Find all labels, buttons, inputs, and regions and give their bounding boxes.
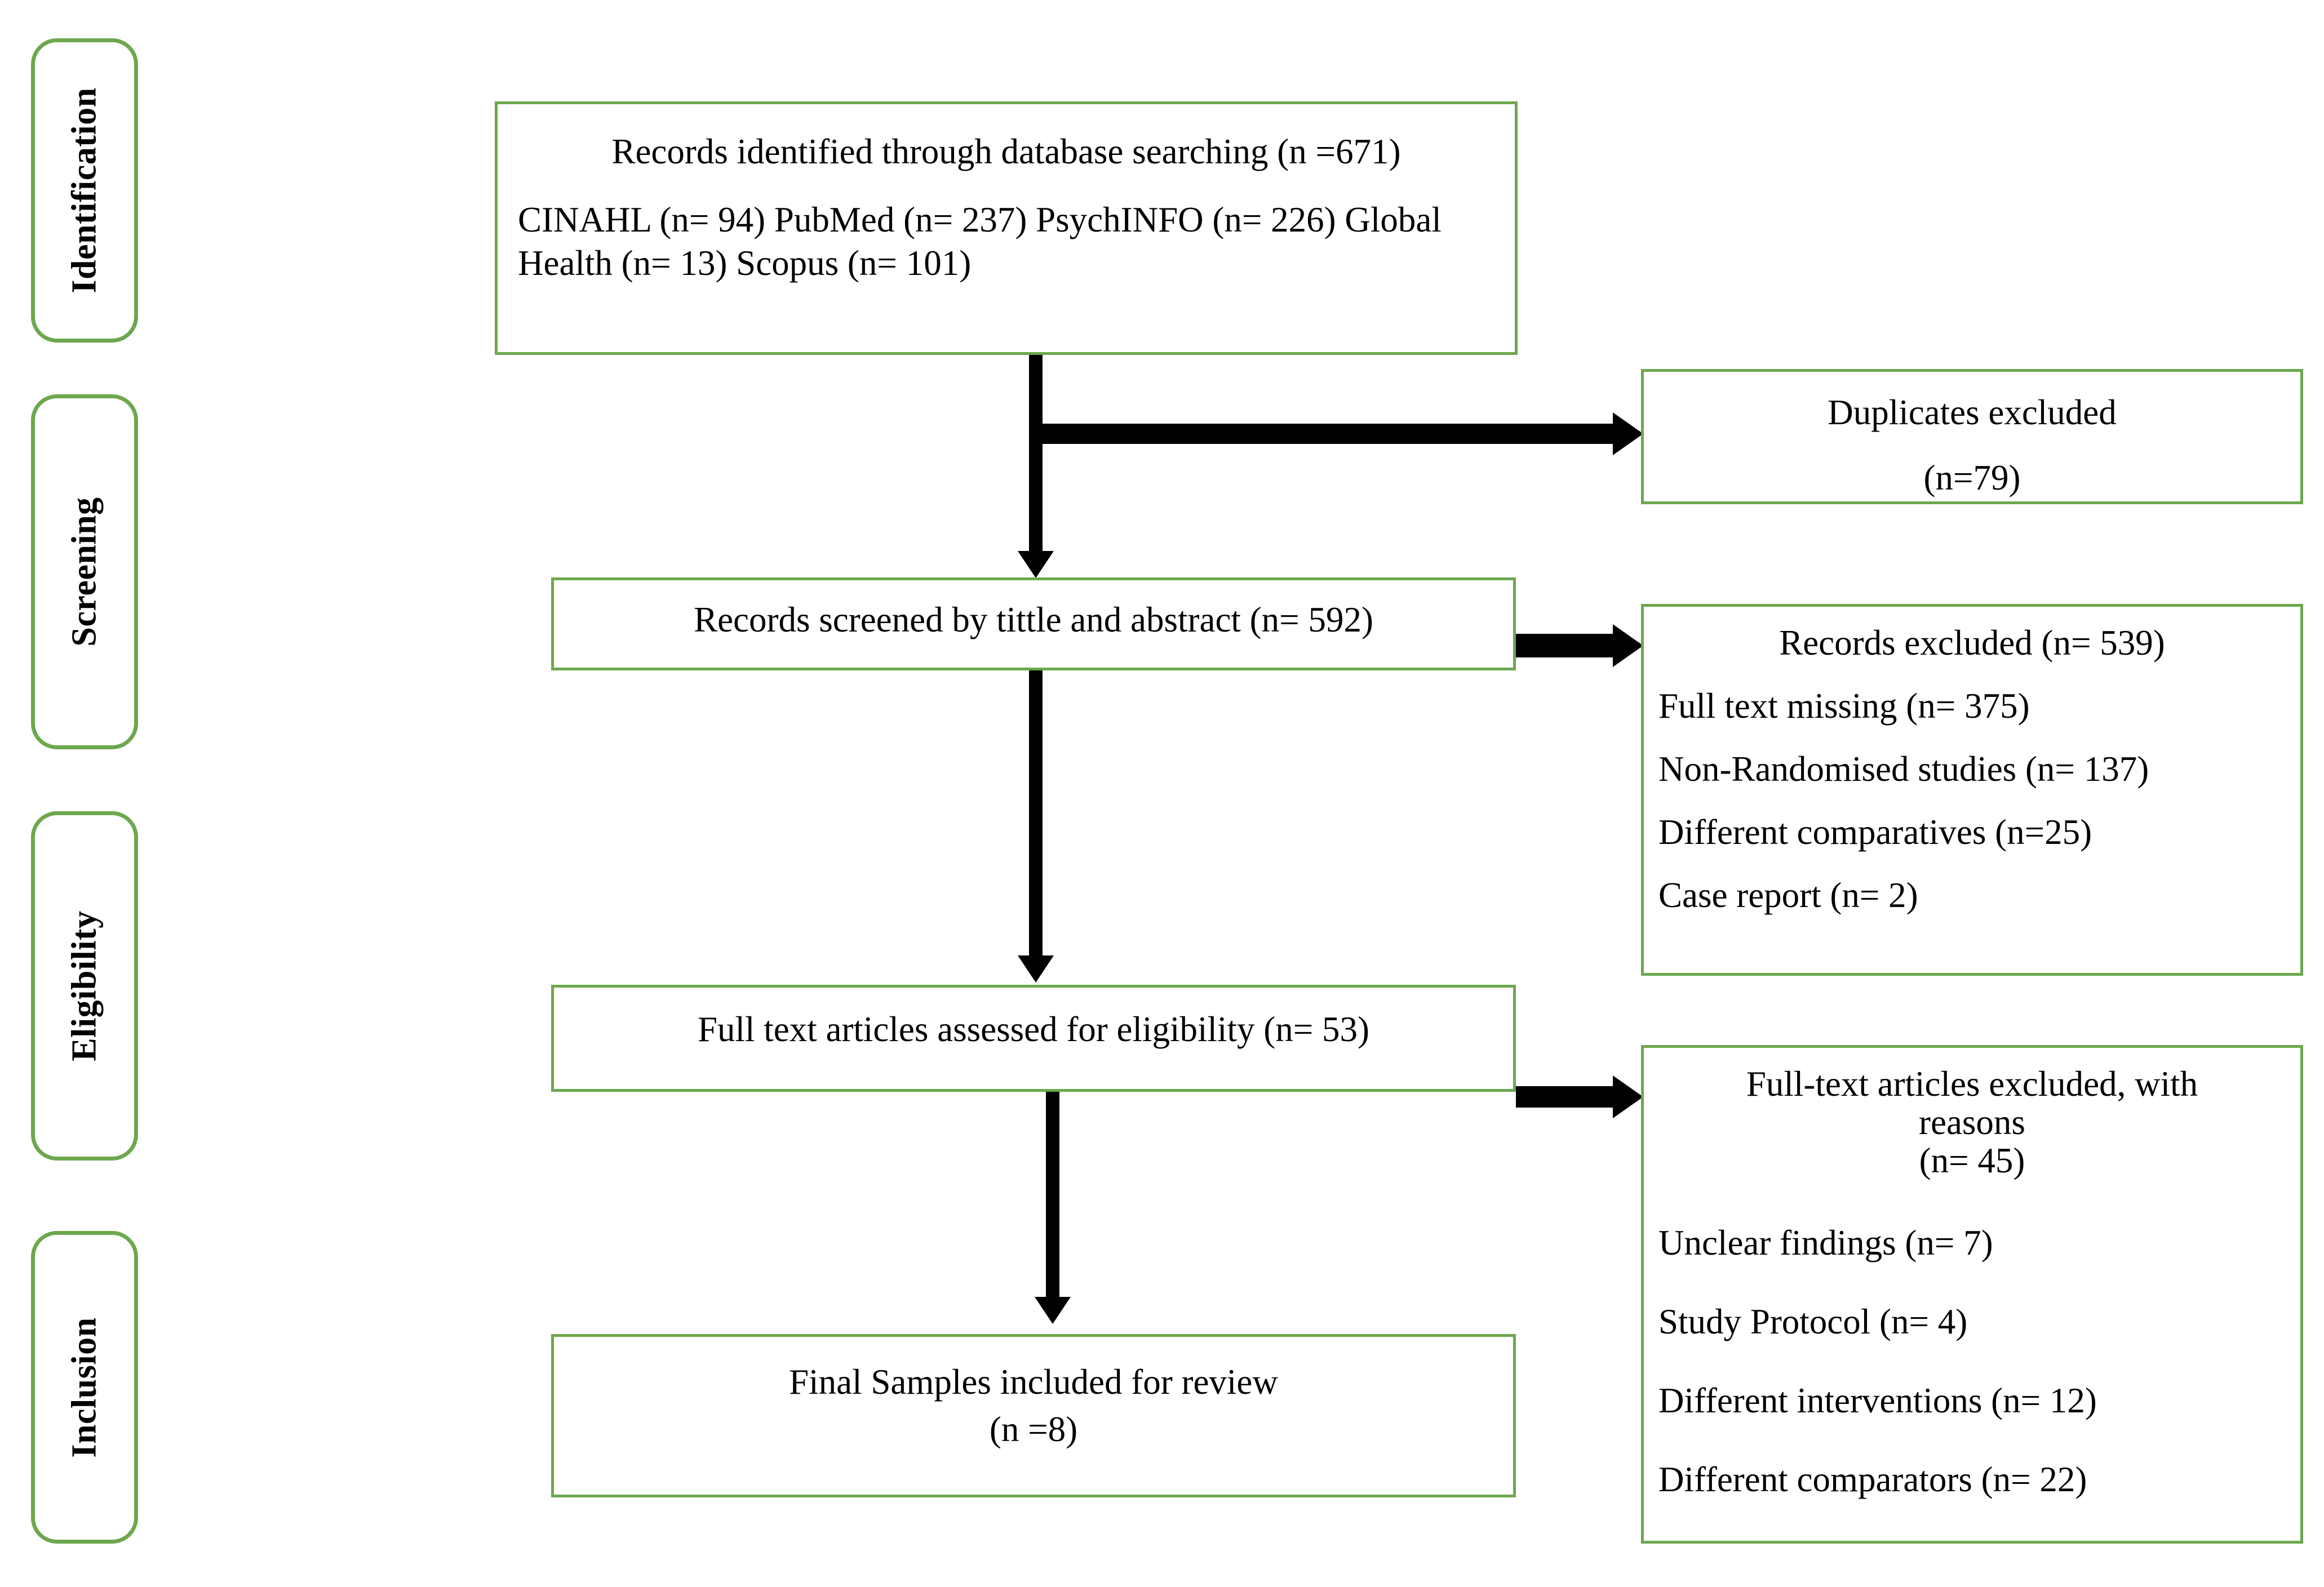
final-included-title: Final Samples included for review [789, 1362, 1278, 1402]
records-excluded-title: Records excluded (n= 539) [1779, 623, 2165, 663]
box-records-identified: Records identified through database sear… [495, 101, 1518, 355]
stage-label-screening: Screening [65, 497, 104, 647]
box-fulltext-excluded: Full-text articles excluded, with reason… [1641, 1045, 2303, 1544]
connector-screened-to-excluded-arrowhead [1613, 624, 1643, 667]
records-excluded-reason: Non-Randomised studies (n= 137) [1658, 749, 2149, 789]
records-excluded-reason-list: Full text missing (n= 375) Non-Randomise… [1658, 687, 2286, 914]
connector-eligibility-to-ftexcluded-stem [1516, 1086, 1615, 1108]
box-final-included: Final Samples included for review (n =8) [551, 1334, 1516, 1497]
fulltext-excluded-title-line1: Full-text articles excluded, with [1746, 1064, 2198, 1104]
stage-box-eligibility: Eligibility [31, 811, 138, 1161]
records-excluded-reason: Case report (n= 2) [1658, 875, 1918, 915]
records-identified-title: Records identified through database sear… [611, 132, 1401, 171]
fulltext-excluded-reason-list: Unclear findings (n= 7) Study Protocol (… [1658, 1224, 2286, 1499]
connector-identified-to-duplicates-stem [1043, 424, 1615, 444]
connector-identified-to-screened-stem [1029, 355, 1043, 555]
stage-box-inclusion: Inclusion [31, 1231, 138, 1544]
fulltext-excluded-reason: Different interventions (n= 12) [1658, 1381, 2097, 1421]
records-excluded-reason: Full text missing (n= 375) [1658, 686, 2030, 726]
fulltext-excluded-reason: Study Protocol (n= 4) [1658, 1302, 1968, 1342]
connector-eligibility-to-included-stem [1046, 1092, 1059, 1300]
records-identified-sources: CINAHL (n= 94) PubMed (n= 237) PsychINFO… [518, 199, 1442, 283]
records-excluded-reason: Different comparatives (n=25) [1658, 812, 2092, 852]
fulltext-excluded-reason: Unclear findings (n= 7) [1658, 1223, 1993, 1263]
fulltext-excluded-count: (n= 45) [1919, 1141, 2025, 1181]
box-records-excluded: Records excluded (n= 539) Full text miss… [1641, 604, 2303, 976]
duplicates-excluded-title: Duplicates excluded [1828, 393, 2117, 432]
connector-eligibility-to-ftexcluded-arrowhead [1613, 1075, 1643, 1118]
stage-box-screening: Screening [31, 394, 138, 749]
connector-identified-to-screened-arrowhead [1018, 551, 1054, 578]
fulltext-excluded-reason: Different comparators (n= 22) [1658, 1460, 2087, 1500]
box-duplicates-excluded: Duplicates excluded (n=79) [1641, 369, 2303, 504]
duplicates-excluded-count: (n=79) [1923, 458, 2021, 498]
final-included-count: (n =8) [989, 1410, 1078, 1450]
stage-label-eligibility: Eligibility [65, 910, 104, 1061]
stage-box-identification: Identification [31, 38, 138, 343]
box-fulltext-eligibility: Full text articles assessed for eligibil… [551, 985, 1516, 1092]
stage-label-inclusion: Inclusion [65, 1317, 104, 1458]
records-screened-title: Records screened by tittle and abstract … [694, 600, 1373, 639]
connector-identified-to-duplicates-arrowhead [1613, 412, 1643, 455]
fulltext-eligibility-title: Full text articles assessed for eligibil… [697, 1010, 1370, 1049]
stage-label-identification: Identification [65, 87, 104, 294]
connector-eligibility-to-included-arrowhead [1035, 1297, 1071, 1324]
box-records-screened: Records screened by tittle and abstract … [551, 577, 1516, 670]
connector-screened-to-eligibility-stem [1029, 670, 1043, 959]
fulltext-excluded-title-line2: reasons [1919, 1103, 2025, 1143]
connector-screened-to-excluded-stem [1516, 634, 1615, 657]
connector-screened-to-eligibility-arrowhead [1018, 955, 1054, 983]
